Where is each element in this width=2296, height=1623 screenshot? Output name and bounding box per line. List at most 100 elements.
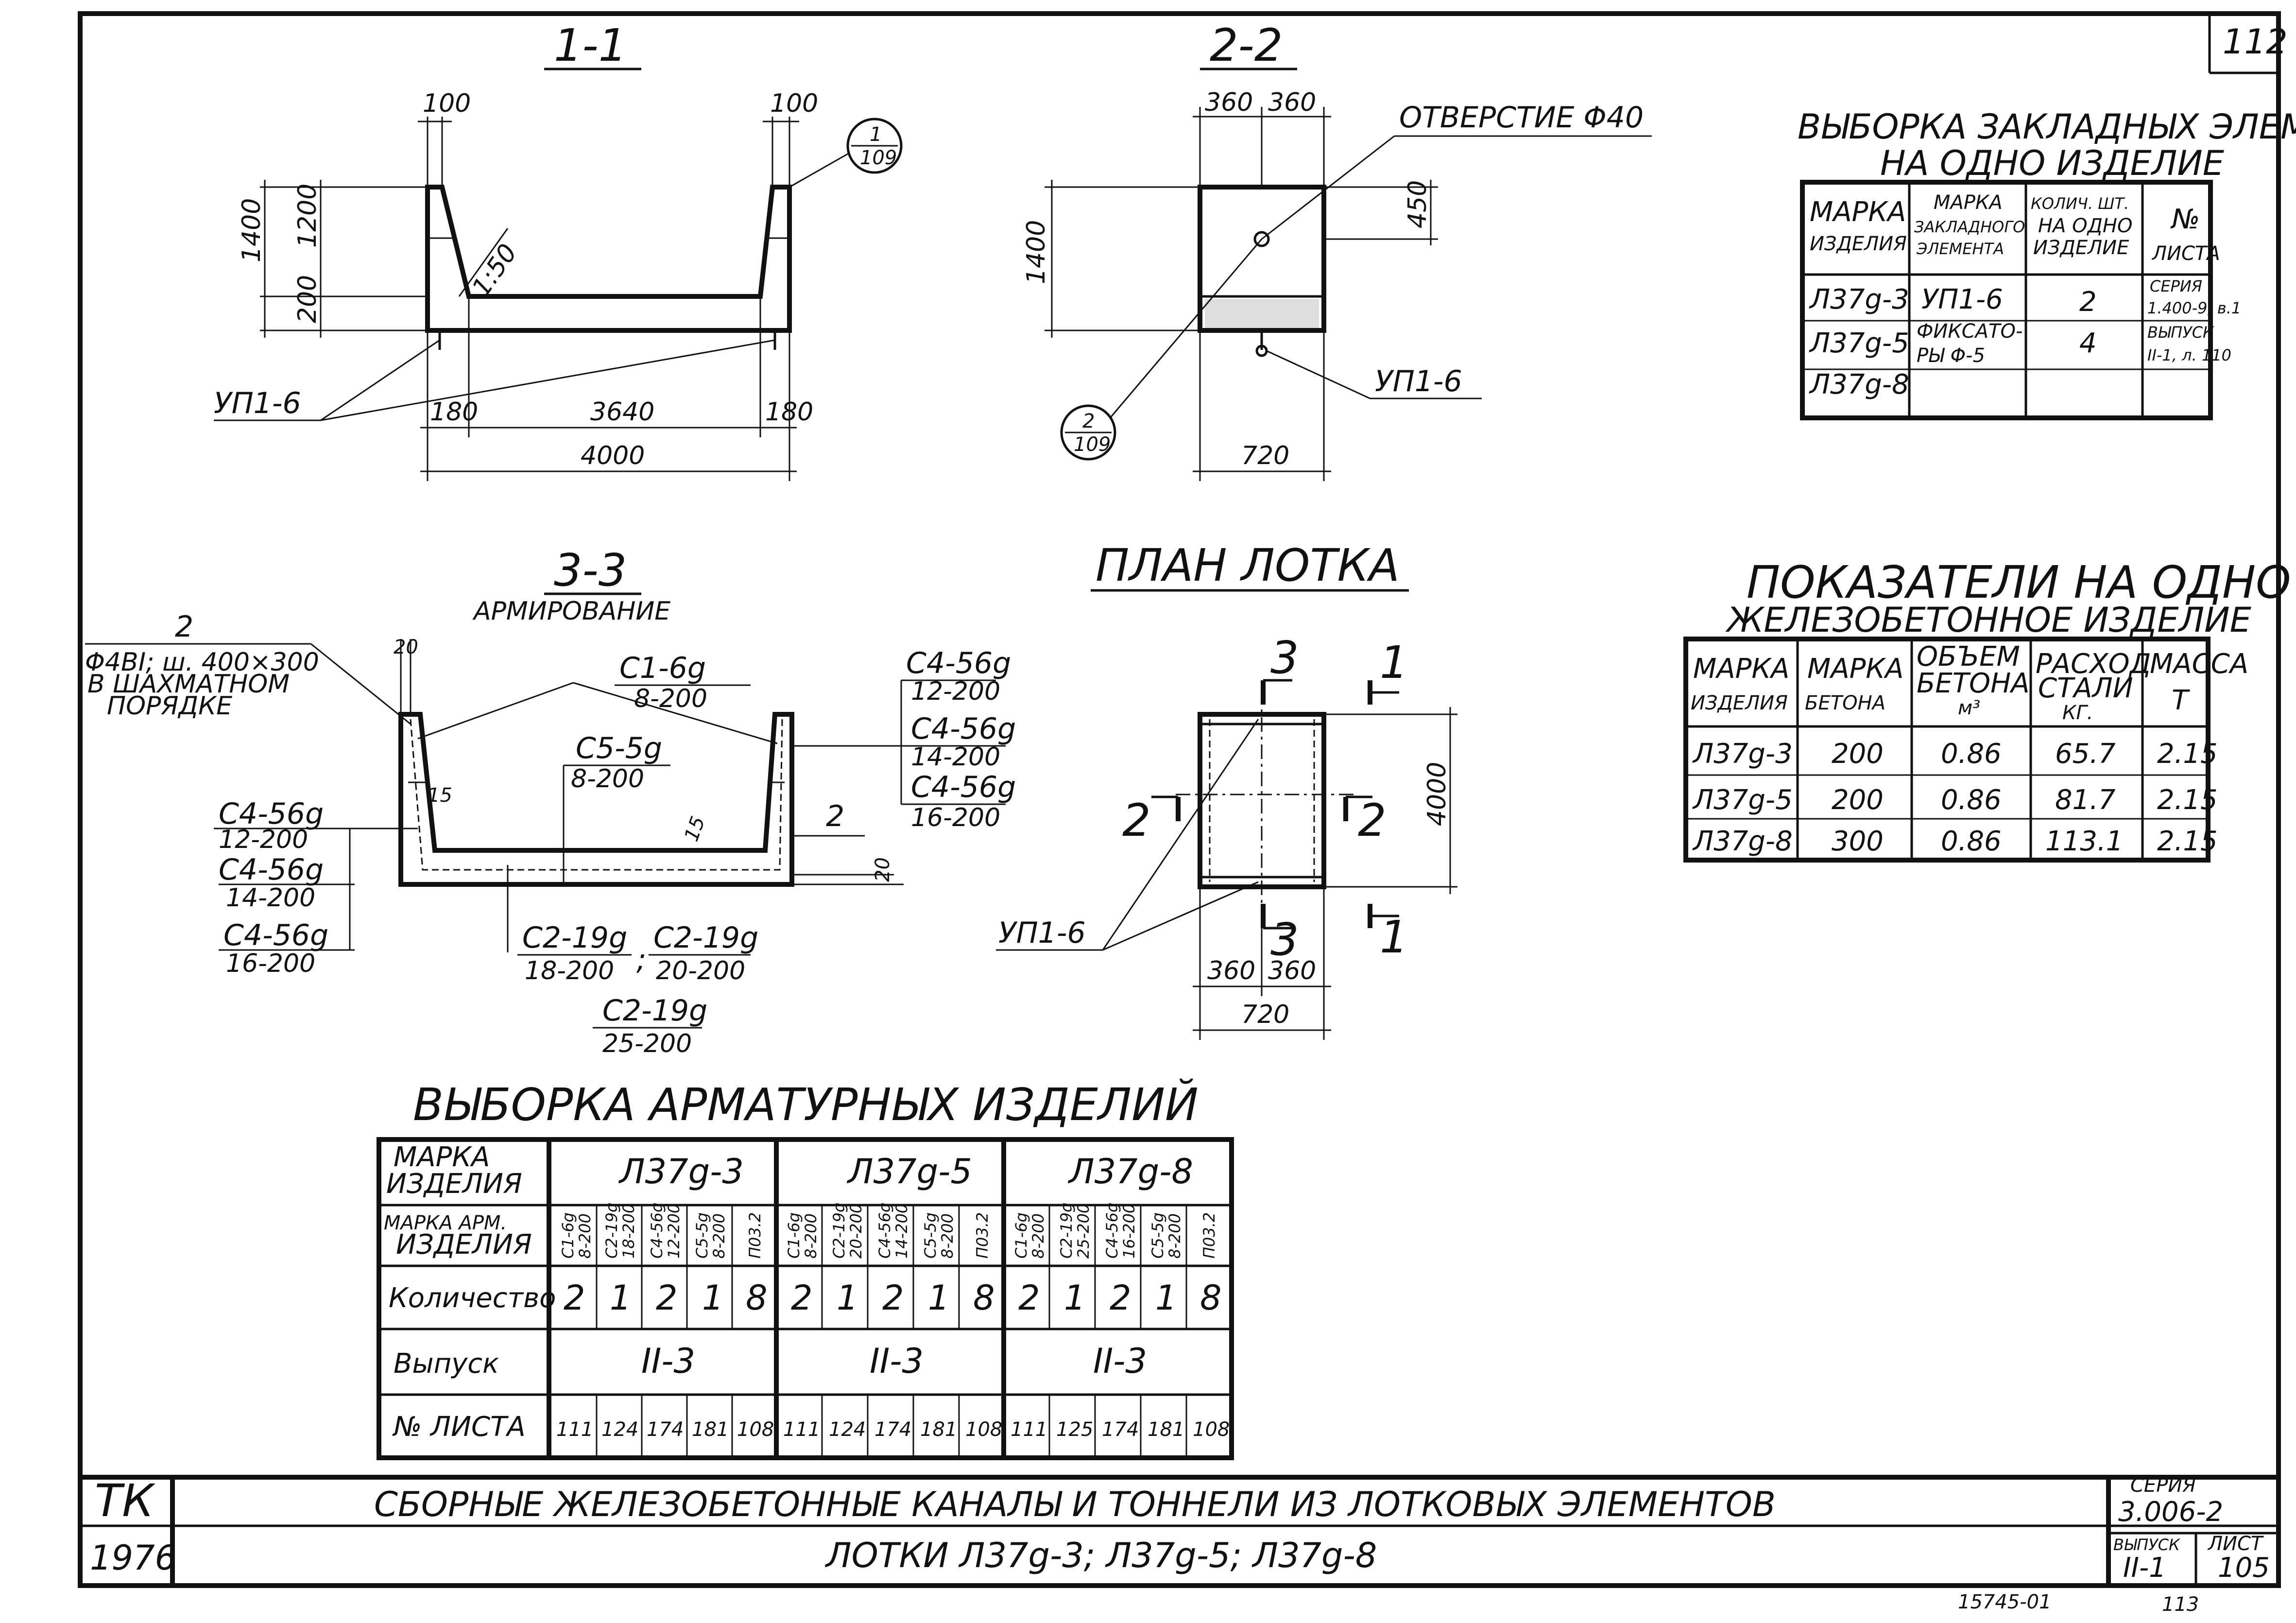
svg-text:111: 111 — [556, 1418, 593, 1441]
svg-text:С4-56g: С4-56g — [1103, 1203, 1121, 1259]
svg-text:С5-5g: С5-5g — [693, 1212, 711, 1259]
svg-text:ЛИСТ: ЛИСТ — [2207, 1533, 2264, 1555]
svg-text:2: 2 — [1018, 1278, 1040, 1318]
svg-text:15: 15 — [680, 813, 710, 845]
svg-text:100: 100 — [770, 89, 818, 118]
year: 1976 — [90, 1538, 176, 1578]
svg-text:СЕРИЯ: СЕРИЯ — [2130, 1474, 2196, 1497]
svg-text:1: 1 — [1155, 1278, 1177, 1318]
svg-text:С1-6g: С1-6g — [785, 1212, 803, 1259]
svg-text:№: № — [2170, 204, 2200, 235]
callout-up1-6-c: УП1-6 — [998, 916, 1086, 950]
svg-text:4: 4 — [2079, 328, 2097, 359]
svg-text:Л37g-5: Л37g-5 — [846, 1152, 972, 1191]
svg-text:С4-56g: С4-56g — [219, 853, 324, 887]
svg-text:2: 2 — [1122, 794, 1151, 846]
svg-text:4000: 4000 — [1422, 762, 1452, 826]
svg-text:2: 2 — [1358, 794, 1387, 846]
svg-text:II-1: II-1 — [2123, 1552, 2166, 1584]
sheet-frame — [78, 11, 2281, 1588]
svg-text:1400: 1400 — [1022, 220, 1051, 284]
section-1-title: 1-1 — [554, 19, 627, 71]
svg-text:18-200: 18-200 — [525, 956, 614, 985]
svg-text:Л37g-8: Л37g-8 — [1692, 826, 1793, 857]
plan-view: ПЛАН ЛОТКА 3 1 3 1 2 2 4000 — [996, 539, 1457, 1040]
svg-text:II-1, л. 110: II-1, л. 110 — [2147, 346, 2231, 364]
svg-text:УП1-6: УП1-6 — [1921, 284, 2003, 315]
svg-text:С2-19g: С2-19g — [602, 994, 707, 1028]
svg-text:15: 15 — [428, 784, 452, 807]
svg-text:С4-56g: С4-56g — [648, 1203, 666, 1259]
svg-text:м³: м³ — [1958, 697, 1980, 719]
svg-text:СЕРИЯ: СЕРИЯ — [2150, 277, 2202, 295]
svg-text:720: 720 — [1241, 441, 1289, 470]
svg-text:108: 108 — [1193, 1418, 1230, 1441]
svg-text:450: 450 — [1403, 180, 1432, 228]
rebar-table-title: ВЫБОРКА АРМАТУРНЫХ ИЗДЕЛИЙ — [413, 1078, 1199, 1131]
svg-text:109: 109 — [860, 147, 897, 169]
svg-text:81.7: 81.7 — [2055, 784, 2116, 816]
hole-label: ОТВЕРСТИЕ Φ40 — [1399, 101, 1644, 135]
svg-text:МАССА: МАССА — [2150, 648, 2248, 680]
svg-text:0.86: 0.86 — [1941, 826, 2002, 857]
svg-text:8-200: 8-200 — [576, 1213, 594, 1259]
svg-text:С2-19g: С2-19g — [1057, 1203, 1076, 1259]
sheet-subtitle: ЛОТКИ Л37g-3; Л37g-5; Л37g-8 — [824, 1536, 1377, 1575]
svg-text:124: 124 — [829, 1418, 866, 1441]
svg-text:100: 100 — [423, 89, 471, 118]
svg-text:ИЗДЕЛИЯ: ИЗДЕЛИЯ — [1691, 692, 1788, 714]
svg-text:БЕТОНА: БЕТОНА — [1917, 668, 2030, 699]
svg-text:МАРКА: МАРКА — [394, 1141, 490, 1173]
svg-text:180: 180 — [430, 397, 478, 427]
svg-text:14-200: 14-200 — [892, 1204, 911, 1259]
svg-text:1: 1 — [1380, 637, 1408, 689]
svg-text:2: 2 — [791, 1278, 813, 1318]
svg-text:174: 174 — [1102, 1418, 1139, 1441]
svg-text:200: 200 — [293, 275, 322, 323]
rebar-table: ВЫБОРКА АРМАТУРНЫХ ИЗДЕЛИЙ МАРКА ИЗДЕЛИЯ… — [377, 1078, 1234, 1460]
svg-text:С4-56g: С4-56g — [875, 1203, 894, 1259]
svg-text:РЫ Φ-5: РЫ Φ-5 — [1917, 345, 1985, 367]
svg-text:174: 174 — [874, 1418, 911, 1441]
svg-text:14-200: 14-200 — [226, 883, 315, 913]
svg-text:1400: 1400 — [237, 198, 266, 262]
svg-text:ВЫПУСК: ВЫПУСК — [2113, 1536, 2180, 1554]
svg-text:113.1: 113.1 — [2045, 826, 2123, 857]
svg-text:125: 125 — [1056, 1418, 1093, 1441]
plan-title: ПЛАН ЛОТКА — [1096, 539, 1400, 591]
svg-text:360: 360 — [1268, 88, 1316, 117]
svg-text:С4-56g: С4-56g — [911, 712, 1016, 746]
svg-text:8: 8 — [746, 1278, 768, 1318]
svg-text:360: 360 — [1207, 956, 1255, 985]
svg-text:С2-19g: С2-19g — [602, 1203, 621, 1259]
svg-text:2.15: 2.15 — [2157, 738, 2218, 770]
section-3-3: 3-3 АРМИРОВАНИЕ 20 2 Φ4ВI; ш. 400×300 В … — [85, 544, 1016, 1058]
number-bottom-right: 113 — [2162, 1593, 2199, 1616]
svg-text:360: 360 — [1268, 956, 1316, 985]
svg-text:3.006-2: 3.006-2 — [2118, 1496, 2223, 1528]
svg-text:20-200: 20-200 — [847, 1204, 865, 1259]
svg-text:ЛИСТА: ЛИСТА — [2151, 242, 2220, 265]
svg-text:1: 1 — [928, 1278, 950, 1318]
svg-text:1.400-9, в.1: 1.400-9, в.1 — [2147, 299, 2241, 317]
svg-text:П03.2: П03.2 — [973, 1212, 992, 1259]
svg-text:С1-6g: С1-6g — [559, 1212, 577, 1259]
section-2-title: 2-2 — [1210, 19, 1283, 71]
svg-text:2: 2 — [1082, 410, 1095, 432]
svg-text:181: 181 — [1148, 1418, 1184, 1441]
svg-text:1: 1 — [1380, 911, 1408, 963]
svg-text:2: 2 — [882, 1278, 904, 1318]
svg-text:2: 2 — [2079, 286, 2097, 318]
svg-text:2.15: 2.15 — [2157, 784, 2218, 816]
svg-text:4000: 4000 — [581, 441, 645, 470]
svg-text:МАРКА: МАРКА — [1810, 196, 1906, 228]
svg-text:ФИКСАТО-: ФИКСАТО- — [1917, 320, 2022, 343]
svg-text:2: 2 — [175, 610, 193, 644]
svg-text:181: 181 — [692, 1418, 729, 1441]
svg-text:1: 1 — [1064, 1278, 1086, 1318]
svg-text:108: 108 — [965, 1418, 1002, 1441]
svg-text:16-200: 16-200 — [1120, 1204, 1138, 1259]
svg-text:8-200: 8-200 — [1029, 1213, 1047, 1259]
svg-text:П03.2: П03.2 — [746, 1212, 764, 1259]
ref-circle-2 — [1060, 404, 1116, 461]
